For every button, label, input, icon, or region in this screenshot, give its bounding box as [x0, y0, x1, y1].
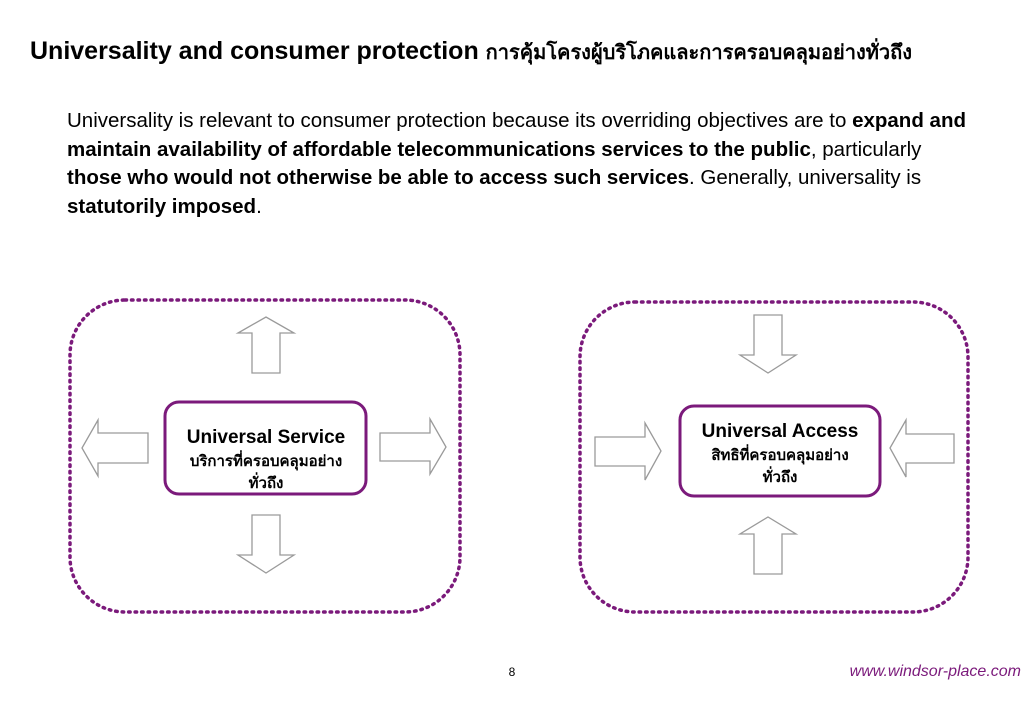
access-box — [678, 404, 882, 498]
service-label-thai-line1: บริการที่ครอบคลุมอย่าง — [189, 452, 343, 470]
service-box — [163, 400, 368, 496]
title-english: Universality and consumer protection — [30, 37, 479, 65]
paragraph-bold-2: those who would not otherwise be able to… — [67, 166, 690, 189]
paragraph-bold-3: statutorily imposed — [67, 194, 257, 218]
paragraph-bold-1: expand and maintain availability of affo… — [67, 109, 966, 161]
service-arrow-down — [235, 514, 297, 574]
access-arrow-up — [737, 516, 799, 575]
service-arrow-right — [379, 416, 447, 477]
paragraph-text-1: Universality is relevant to consumer pro… — [67, 109, 853, 132]
access-arrow-right — [594, 420, 662, 481]
paragraph-text-2: , particularly — [810, 137, 922, 161]
title-thai: การคุ้มโครงผู้บริโภคและการครอบคลุมอย่างท… — [485, 40, 913, 64]
access-label: Universal Access สิทธิที่ครอบคลุมอย่าง ท… — [672, 420, 888, 488]
service-arrow-up — [235, 316, 297, 374]
service-dotted-frame — [68, 298, 462, 614]
access-arrow-left — [889, 417, 955, 478]
body-paragraph: Universality is relevant to consumer pro… — [67, 107, 972, 221]
website-link[interactable]: www.windsor-place.com — [849, 663, 1021, 680]
service-label-thai-line2: ทั่วถึง — [248, 474, 284, 492]
paragraph-text-4: . — [256, 194, 262, 218]
access-dotted-frame — [578, 300, 970, 614]
service-arrow-left — [81, 417, 149, 479]
service-label: Universal Service บริการที่ครอบคลุมอย่าง… — [152, 426, 380, 494]
access-label-thai-line1: สิทธิที่ครอบคลุมอย่าง — [711, 446, 849, 464]
paragraph-text-3: . Generally, universality is — [689, 166, 922, 189]
page-number: 8 — [508, 665, 516, 679]
access-label-english: Universal Access — [701, 421, 859, 442]
access-label-thai-line2: ทั่วถึง — [762, 468, 798, 486]
slide-title: Universality and consumer protection การ… — [30, 33, 1000, 70]
service-label-english: Universal Service — [186, 427, 346, 448]
access-arrow-down — [737, 314, 799, 374]
